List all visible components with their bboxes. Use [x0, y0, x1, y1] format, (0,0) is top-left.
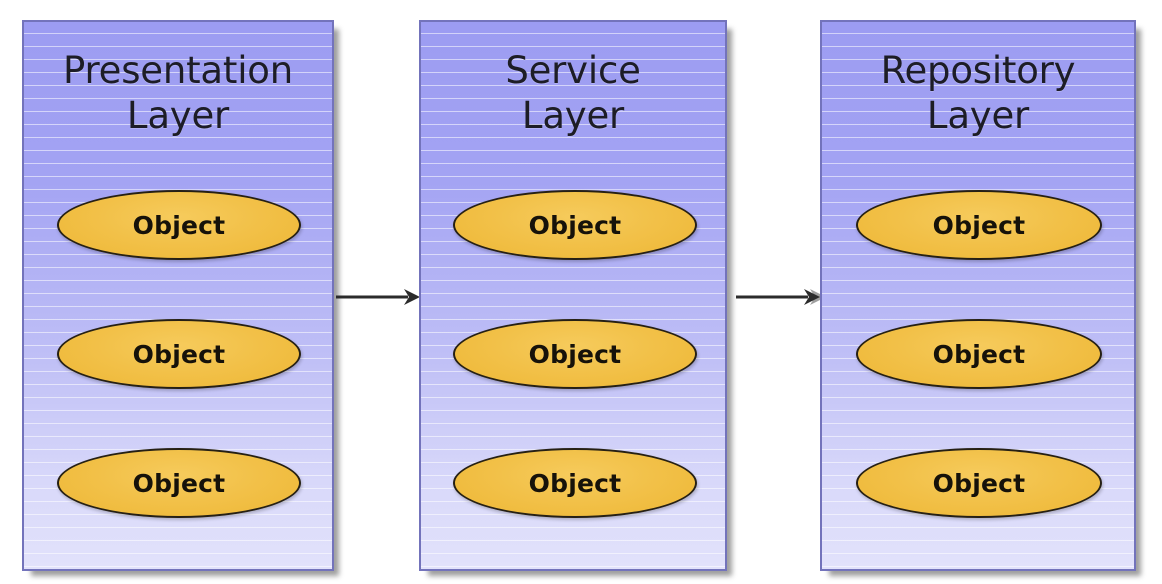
- object-node[interactable]: Object: [453, 319, 697, 389]
- object-node-label: Object: [528, 210, 622, 240]
- object-node[interactable]: Object: [856, 448, 1102, 518]
- layer-title-presentation: Presentation Layer: [63, 49, 293, 138]
- object-node[interactable]: Object: [856, 190, 1102, 260]
- object-node[interactable]: Object: [453, 190, 697, 260]
- object-node[interactable]: Object: [57, 319, 301, 389]
- object-node[interactable]: Object: [453, 448, 697, 518]
- object-node-label: Object: [932, 339, 1026, 369]
- layer-title-repository: Repository Layer: [880, 49, 1076, 138]
- object-node-label: Object: [132, 468, 226, 498]
- layer-panel-service[interactable]: Service Layer Object Object Object: [419, 20, 727, 571]
- layer-title-service: Service Layer: [505, 49, 641, 138]
- object-node-label: Object: [528, 339, 622, 369]
- object-node-label: Object: [132, 339, 226, 369]
- object-node[interactable]: Object: [57, 190, 301, 260]
- arrow-presentation-to-service-icon: [336, 286, 420, 308]
- layer-panel-repository[interactable]: Repository Layer Object Object Object: [820, 20, 1136, 571]
- object-node[interactable]: Object: [856, 319, 1102, 389]
- layer-panel-presentation[interactable]: Presentation Layer Object Object Object: [22, 20, 334, 571]
- object-node-label: Object: [932, 468, 1026, 498]
- object-node-label: Object: [528, 468, 622, 498]
- arrow-service-to-repository-icon: [736, 286, 826, 308]
- object-node[interactable]: Object: [57, 448, 301, 518]
- object-node-label: Object: [132, 210, 226, 240]
- object-node-label: Object: [932, 210, 1026, 240]
